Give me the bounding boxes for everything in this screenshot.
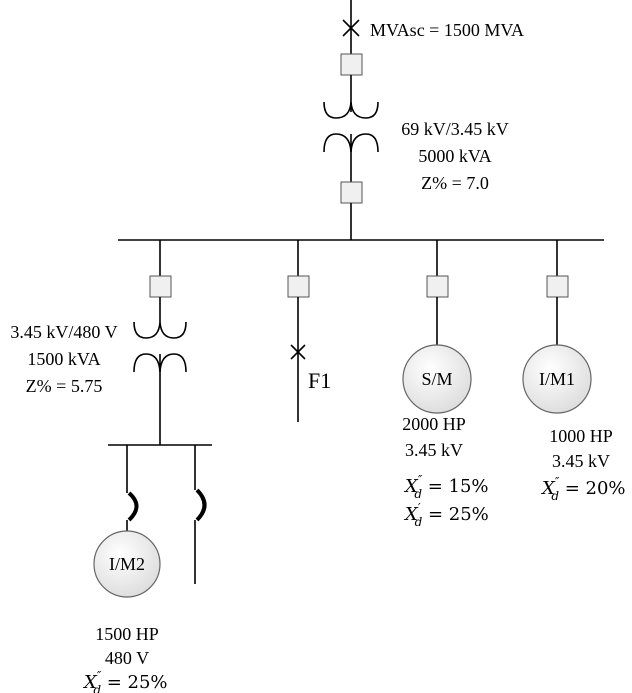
branch1-breaker xyxy=(149,275,172,298)
im1-label: I/M1 xyxy=(539,369,575,389)
branch4-breaker xyxy=(546,275,569,298)
branch3-breaker xyxy=(426,275,449,298)
main-xfmr-impedance: Z% = 7.0 xyxy=(421,173,489,193)
branch-xfmr-impedance: Z% = 5.75 xyxy=(26,376,103,396)
im1-hp: 1000 HP xyxy=(549,426,613,446)
main-xfmr-voltage: 69 kV/3.45 kV xyxy=(401,119,509,139)
f1-fault-marker xyxy=(290,344,306,360)
main-xfmr-rating: 5000 kVA xyxy=(418,146,491,166)
branch2-breaker xyxy=(287,275,310,298)
main-breaker xyxy=(340,181,363,204)
sm-xd-subtransient: X″d = 15% xyxy=(403,473,489,501)
sm-voltage: 3.45 kV xyxy=(405,440,463,460)
lv-feeder-a-contactor xyxy=(127,491,139,522)
im2-xd-subtransient: X″d = 25% xyxy=(82,669,168,693)
source-label: MVAsc = 1500 MVA xyxy=(370,20,524,40)
im2-voltage: 480 V xyxy=(105,648,149,668)
sm-xd-transient: X′d = 25% xyxy=(403,501,489,529)
source-breaker xyxy=(340,53,363,76)
im1-voltage: 3.45 kV xyxy=(552,451,610,471)
sm-hp: 2000 HP xyxy=(402,414,466,434)
im1-xd-subtransient: X″d = 20% xyxy=(540,475,626,503)
main-transformer-symbol xyxy=(323,96,379,153)
im2-motor xyxy=(93,530,161,598)
sm-motor xyxy=(402,344,472,414)
im1-motor xyxy=(522,344,592,414)
sm-label: S/M xyxy=(421,369,452,389)
source-fault-marker xyxy=(342,19,360,37)
im2-hp: 1500 HP xyxy=(95,624,159,644)
im2-label: I/M2 xyxy=(109,554,145,574)
fault-label: F1 xyxy=(308,368,331,393)
branch-transformer-symbol xyxy=(133,321,187,373)
lv-feeder-b-contactor xyxy=(195,488,207,522)
branch-xfmr-rating: 1500 kVA xyxy=(27,349,100,369)
branch-xfmr-voltage: 3.45 kV/480 V xyxy=(10,322,117,342)
